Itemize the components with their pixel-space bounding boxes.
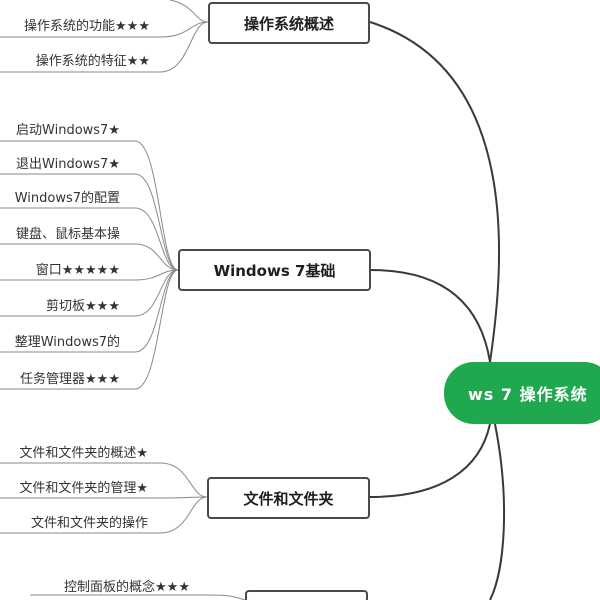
link-b2-0 <box>0 462 208 498</box>
link-root-branch-1 <box>370 269 491 363</box>
branch-label: 文件和文件夹 <box>243 489 334 508</box>
link-root-branch-0 <box>369 21 501 363</box>
leaf-item[interactable]: 键盘、鼠标基本操 <box>15 227 120 242</box>
link-b1-1 <box>0 173 179 271</box>
leaf-item[interactable]: 任务管理器★★★ <box>20 372 120 387</box>
link-b1-7 <box>0 269 179 390</box>
link-b1-2 <box>0 207 179 271</box>
link-b1-5 <box>0 269 179 317</box>
link-b3-0 <box>30 594 246 600</box>
link-b0-0 <box>0 21 209 38</box>
link-b1-4 <box>0 269 179 281</box>
branch-files-folders[interactable]: 文件和文件夹 <box>207 477 370 519</box>
leaf-item[interactable]: 窗口★★★★★ <box>35 263 120 278</box>
leaf-item[interactable]: 操作系统的功能★★★ <box>24 19 150 34</box>
link-b0-top <box>169 0 209 23</box>
leaf-item[interactable]: 剪切板★★★ <box>46 299 120 314</box>
leaf-item[interactable]: 整理Windows7的 <box>14 335 120 350</box>
leaf-item[interactable]: 控制面板的概念★★★ <box>64 580 190 595</box>
branch-label: Windows 7基础 <box>213 261 336 280</box>
link-b2-1 <box>0 496 208 499</box>
branch-os-overview[interactable]: 操作系统概述 <box>208 2 370 44</box>
link-b1-6 <box>0 269 179 353</box>
leaf-item[interactable]: 启动Windows7★ <box>16 123 120 138</box>
link-b1-3 <box>0 243 179 271</box>
root-topic[interactable]: ws 7 操作系统 <box>444 362 600 424</box>
link-b2-2 <box>0 496 208 534</box>
leaf-item[interactable]: 文件和文件夹的操作 <box>30 516 148 531</box>
leaf-item[interactable]: 操作系统的特征★★ <box>35 54 150 69</box>
link-root-branch-3 <box>489 423 506 600</box>
leaf-item[interactable]: Windows7的配置 <box>14 191 120 206</box>
link-b1-0 <box>0 140 179 271</box>
branch-label: 操作系统概述 <box>243 14 334 33</box>
leaf-item[interactable]: 文件和文件夹的管理★ <box>19 481 148 496</box>
root-topic-label: ws 7 操作系统 <box>468 385 588 404</box>
link-b0-1 <box>0 21 209 73</box>
link-root-branch-2 <box>369 423 491 498</box>
leaf-item[interactable]: 文件和文件夹的概述★ <box>19 446 148 461</box>
branch-windows7-basics[interactable]: Windows 7基础 <box>178 249 371 291</box>
leaf-item[interactable]: 退出Windows7★ <box>16 157 120 172</box>
branch-control-panel[interactable] <box>245 590 368 600</box>
